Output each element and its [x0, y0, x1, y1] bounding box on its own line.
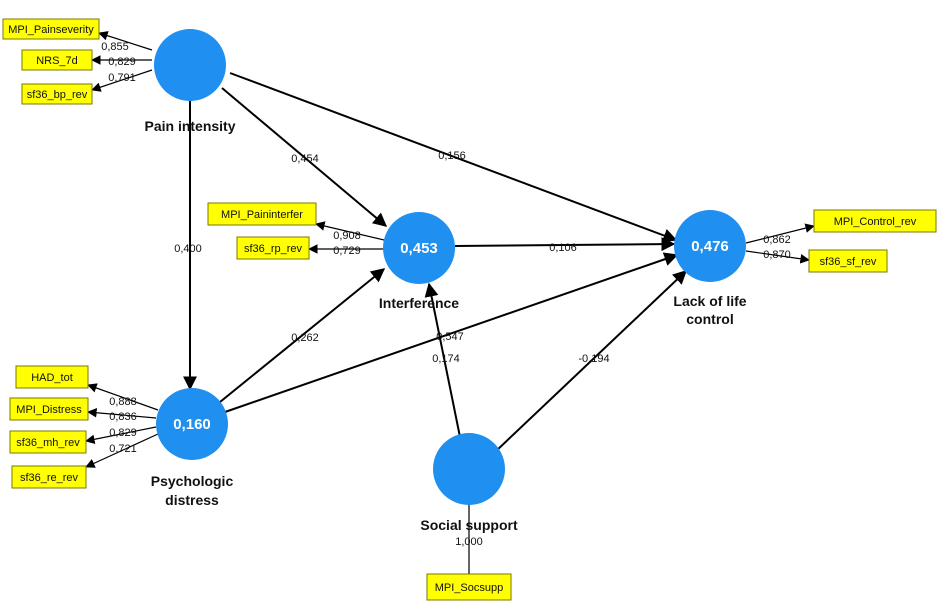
latent-pain-intensity-label: Pain intensity	[144, 118, 235, 134]
indicator-had-tot-label: HAD_tot	[31, 372, 73, 384]
indicator-mpi-paininterfer-label: MPI_Paininterfer	[221, 209, 303, 221]
loading-mpi-distress: 0,836	[109, 411, 137, 423]
path-distress-to-interference	[219, 268, 386, 403]
indicator-mpi-control-rev: MPI_Control_rev	[813, 209, 937, 233]
loading-sf36-rp-rev: 0,729	[333, 245, 361, 257]
coef-distress-to-control: 0,547	[436, 331, 464, 343]
latent-lack-of-life-control-r2: 0,476	[691, 238, 729, 255]
loading-mpi-paininterfer: 0,908	[333, 230, 361, 242]
indicator-sf36-sf-rev-label: sf36_sf_rev	[820, 256, 877, 268]
path-pain-to-interference	[221, 87, 388, 227]
coef-interference-to-control: 0,106	[549, 242, 577, 254]
indicator-sf36-re-rev: sf36_re_rev	[11, 465, 87, 489]
latent-psychologic-distress-r2: 0,160	[173, 416, 211, 433]
path-social-to-control	[494, 270, 688, 453]
latent-interference	[383, 212, 455, 284]
loading-line-mpi-paininterfer	[315, 221, 385, 241]
coef-distress-to-interference: 0,262	[291, 332, 319, 344]
loading-mpi-socsupp: 1,000	[455, 536, 483, 548]
loading-nrs-7d: 0,829	[108, 56, 136, 68]
indicator-mpi-distress-label: MPI_Distress	[16, 404, 82, 416]
loading-mpi-control-rev: 0,862	[763, 234, 791, 246]
coef-pain-to-distress: 0,400	[174, 243, 202, 255]
loading-line-sf36-mh-rev	[85, 426, 157, 445]
latent-social-support	[433, 433, 505, 505]
coef-social-to-control: -0,194	[578, 353, 609, 365]
path-social-to-interference	[424, 282, 461, 438]
latent-interference-r2: 0,453	[400, 240, 438, 257]
path-interference-to-control	[454, 237, 676, 252]
coef-pain-to-interference: 0,454	[291, 153, 319, 165]
indicator-sf36-sf-rev: sf36_sf_rev	[808, 249, 888, 273]
loading-sf36-sf-rev: 0,870	[763, 249, 791, 261]
indicator-mpi-painseverity: MPI_Painseverity	[2, 18, 100, 40]
indicator-sf36-rp-rev: sf36_rp_rev	[236, 236, 310, 260]
indicator-sf36-bp-rev-label: sf36_bp_rev	[27, 89, 88, 101]
latent-social-support-label: Social support	[420, 517, 518, 533]
indicator-mpi-control-rev-label: MPI_Control_rev	[834, 216, 917, 228]
coef-pain-to-control: 0,156	[438, 150, 466, 162]
loading-sf36-re-rev: 0,721	[109, 443, 137, 455]
loading-sf36-mh-rev: 0,829	[109, 427, 137, 439]
loading-line-sf36-bp-rev	[91, 69, 153, 92]
path-distress-to-control	[224, 252, 679, 413]
indicator-sf36-mh-rev-label: sf36_mh_rev	[16, 437, 80, 449]
loading-sf36-bp-rev: 0,791	[108, 72, 136, 84]
indicator-mpi-socsupp-label: MPI_Socsupp	[435, 582, 503, 594]
loading-line-had-tot	[87, 383, 159, 411]
loading-line-mpi-control-rev	[745, 223, 815, 244]
indicator-mpi-paininterfer: MPI_Paininterfer	[207, 202, 317, 226]
loading-line-sf36-re-rev	[85, 433, 159, 468]
loading-line-mpi-painseverity	[98, 31, 153, 51]
latent-psychologic-distress-label-1: Psychologic	[151, 473, 234, 489]
path-pain-to-control	[229, 72, 678, 243]
latent-pain-intensity	[154, 29, 226, 101]
latent-interference-label: Interference	[379, 295, 459, 311]
indicator-sf36-bp-rev: sf36_bp_rev	[21, 83, 93, 105]
indicator-sf36-rp-rev-label: sf36_rp_rev	[244, 243, 303, 255]
loading-had-tot: 0,888	[109, 396, 137, 408]
indicator-mpi-distress: MPI_Distress	[9, 397, 89, 421]
indicator-mpi-socsupp: MPI_Socsupp	[426, 573, 512, 601]
latent-lack-of-life-control	[674, 210, 746, 282]
loading-line-mpi-distress	[87, 407, 157, 419]
indicator-sf36-mh-rev: sf36_mh_rev	[9, 430, 87, 454]
indicator-had-tot: HAD_tot	[15, 365, 89, 389]
latent-lack-of-life-control-label-2: control	[686, 311, 733, 327]
coef-social-to-interference: 0,174	[432, 353, 460, 365]
latent-psychologic-distress	[156, 388, 228, 460]
loading-line-sf36-sf-rev	[745, 250, 810, 264]
latent-lack-of-life-control-label-1: Lack of life	[673, 293, 746, 309]
indicator-nrs-7d-label: NRS_7d	[36, 55, 78, 67]
indicator-mpi-painseverity-label: MPI_Painseverity	[8, 24, 94, 36]
loading-mpi-painseverity: 0,855	[101, 41, 129, 53]
indicator-sf36-re-rev-label: sf36_re_rev	[20, 472, 79, 484]
latent-psychologic-distress-label-2: distress	[165, 492, 219, 508]
indicator-nrs-7d: NRS_7d	[21, 49, 93, 71]
